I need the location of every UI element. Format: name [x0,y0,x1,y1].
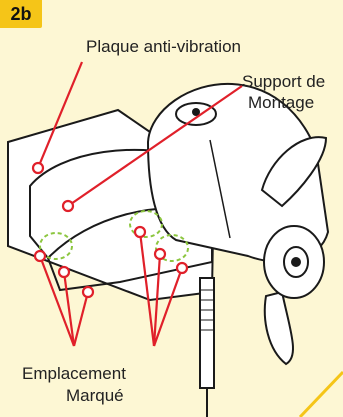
label-mounting-bracket-line2: Montage [248,93,314,113]
label-mounting-bracket-line1: Support de [242,72,325,92]
propeller-blade-bottom [265,292,293,364]
step-badge: 2b [0,0,42,28]
label-anti-vibration-plate: Plaque anti-vibration [86,37,241,57]
shaft [200,278,214,388]
label-marked-location-line1: Emplacement [22,364,126,384]
label-marked-location-line2: Marqué [66,386,124,406]
